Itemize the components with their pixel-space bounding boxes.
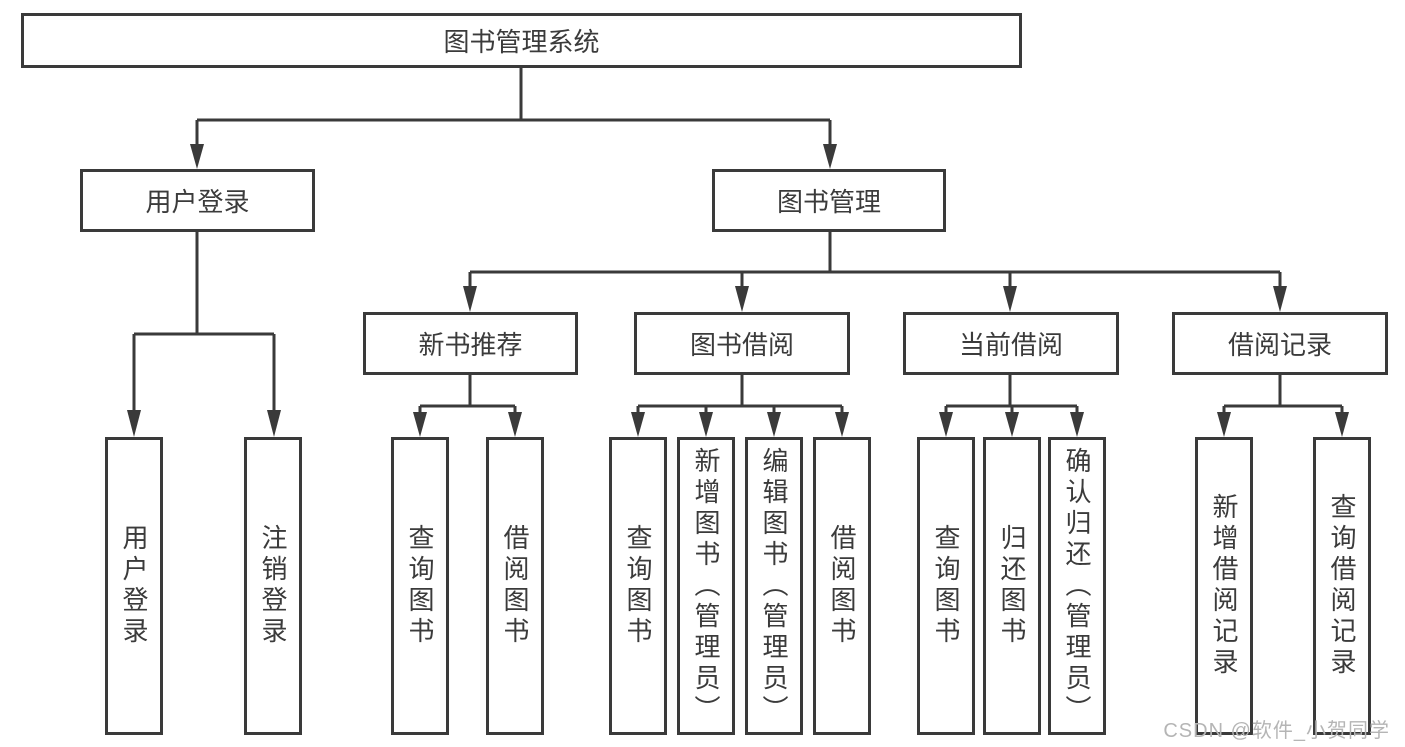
connector-new-book-to-leaves (413, 375, 522, 437)
arrowhead-icon (127, 410, 141, 437)
node-new-book-recommend: 新书推荐 (363, 312, 578, 375)
arrowhead-icon (1273, 286, 1287, 312)
leaf-query-borrow-record: 查询借阅记录 (1313, 437, 1371, 735)
leaf-edit-books-admin: 编辑图书（管理员） (745, 437, 803, 735)
leaf-query-books-borrow: 查询图书 (609, 437, 667, 735)
connector-root-to-level1 (190, 68, 837, 169)
arrowhead-icon (735, 286, 749, 312)
leaf-query-books-recommend: 查询图书 (391, 437, 449, 735)
node-book-management: 图书管理 (712, 169, 946, 232)
connector-book-borrow-to-leaves (631, 375, 849, 437)
arrowhead-icon (1217, 412, 1231, 437)
node-book-borrow: 图书借阅 (634, 312, 850, 375)
connector-borrow-record-to-leaves (1217, 375, 1349, 437)
connector-user-login-to-leaves (127, 232, 281, 437)
arrowhead-icon (1005, 412, 1019, 437)
arrowhead-icon (631, 412, 645, 437)
arrowhead-icon (823, 144, 837, 169)
arrowhead-icon (939, 412, 953, 437)
node-borrow-record: 借阅记录 (1172, 312, 1388, 375)
leaf-query-books-current: 查询图书 (917, 437, 975, 735)
leaf-add-books-admin: 新增图书（管理员） (677, 437, 735, 735)
leaf-borrow-books: 借阅图书 (813, 437, 871, 735)
arrowhead-icon (267, 410, 281, 437)
arrowhead-icon (1003, 286, 1017, 312)
arrowhead-icon (767, 412, 781, 437)
leaf-logout: 注销登录 (244, 437, 302, 735)
leaf-return-books: 归还图书 (983, 437, 1041, 735)
arrowhead-icon (699, 412, 713, 437)
node-current-borrow: 当前借阅 (903, 312, 1119, 375)
connector-book-management-to-level2 (463, 232, 1287, 312)
leaf-confirm-return-admin: 确认归还（管理员） (1048, 437, 1106, 735)
node-root-system: 图书管理系统 (21, 13, 1022, 68)
leaf-borrow-books-recommend: 借阅图书 (486, 437, 544, 735)
leaf-add-borrow-record: 新增借阅记录 (1195, 437, 1253, 735)
arrowhead-icon (190, 144, 204, 169)
arrowhead-icon (413, 412, 427, 437)
arrowhead-icon (508, 412, 522, 437)
arrowhead-icon (463, 286, 477, 312)
node-user-login: 用户登录 (80, 169, 315, 232)
arrowhead-icon (1335, 412, 1349, 437)
connector-current-borrow-to-leaves (939, 375, 1084, 437)
leaf-user-login: 用户登录 (105, 437, 163, 735)
arrowhead-icon (835, 412, 849, 437)
arrowhead-icon (1070, 412, 1084, 437)
